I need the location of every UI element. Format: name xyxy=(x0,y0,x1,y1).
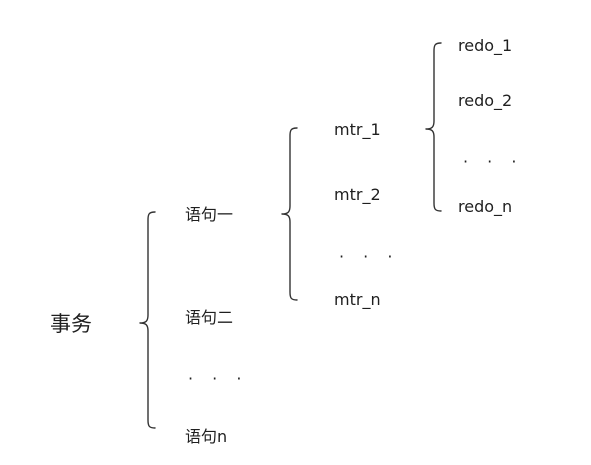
statement-n-label: 语句n xyxy=(185,427,228,446)
redo-2-label: redo_2 xyxy=(458,91,513,110)
statement-ellipsis: · · · xyxy=(188,369,249,388)
brace-mtr-1 xyxy=(425,42,442,212)
mtr-ellipsis: · · · xyxy=(339,247,400,266)
statement-2-label: 语句二 xyxy=(185,308,234,327)
redo-ellipsis: · · · xyxy=(463,152,524,171)
brace-transaction xyxy=(139,211,156,429)
statement-1-label: 语句一 xyxy=(185,205,234,224)
redo-1-label: redo_1 xyxy=(458,36,513,55)
mtr-n-label: mtr_n xyxy=(334,290,381,309)
mtr-1-label: mtr_1 xyxy=(334,120,381,139)
mtr-2-label: mtr_2 xyxy=(334,185,381,204)
brace-statement-one xyxy=(281,127,298,301)
transaction-label: 事务 xyxy=(50,312,92,336)
redo-n-label: redo_n xyxy=(458,197,513,216)
